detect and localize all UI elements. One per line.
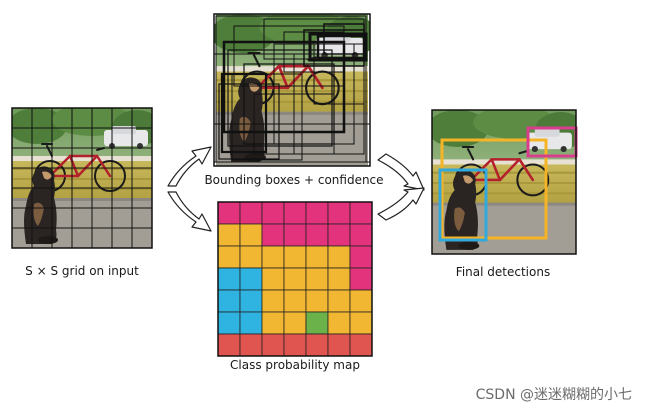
class-cell-yellow (261, 267, 285, 291)
class-cell-cyan (239, 289, 263, 313)
merge-arrows (377, 153, 425, 221)
input-grid (12, 108, 152, 248)
final-panel (431, 109, 578, 255)
bicycle-detection-box (440, 138, 548, 240)
class-map-frame (217, 201, 373, 357)
input-photo (12, 108, 152, 248)
bbox-label: Bounding boxes + confidence (204, 173, 383, 187)
class-cell-yellow (239, 245, 263, 269)
class-cell-cyan (239, 311, 263, 335)
class-cell-cyan (217, 289, 241, 313)
arrow-down-icon (167, 191, 212, 232)
input-frame (11, 107, 153, 249)
grid-input-label: S × S grid on input (25, 264, 139, 278)
class-cell-green (305, 311, 329, 335)
class-cell-pink (349, 267, 373, 291)
candidate-box (218, 83, 280, 160)
final-label: Final detections (456, 265, 550, 279)
final-frame (431, 109, 577, 255)
class-map-panel (217, 201, 373, 357)
class-cell-red (261, 333, 285, 357)
class-cell-yellow (327, 245, 351, 269)
class-cell-yellow (305, 245, 329, 269)
candidate-box (231, 73, 303, 161)
class-cell-pink (349, 245, 373, 269)
bbox-overlay (213, 15, 371, 163)
class-cell-yellow (327, 311, 351, 335)
bbox-panel (213, 13, 371, 167)
class-cell-cyan (217, 267, 241, 291)
class-cell-pink (327, 223, 351, 247)
class-cell-pink (217, 201, 241, 225)
class-cell-pink (283, 223, 307, 247)
class-cell-pink (349, 201, 373, 225)
class-map-label: Class probability map (230, 358, 360, 372)
class-cell-red (305, 333, 329, 357)
split-arrows (167, 146, 212, 232)
class-cell-yellow (217, 223, 241, 247)
class-cell-yellow (327, 267, 351, 291)
class-cell-yellow (305, 289, 329, 313)
class-cell-pink (239, 201, 263, 225)
class-cell-yellow (261, 311, 285, 335)
class-cell-yellow (349, 311, 373, 335)
watermark: CSDN @迷迷糊糊的小七 (475, 387, 632, 403)
class-cell-pink (261, 201, 285, 225)
class-cell-pink (349, 223, 373, 247)
class-cell-red (283, 333, 307, 357)
dog-detection-box (438, 168, 488, 242)
grid-input-panel (11, 107, 153, 249)
arrow-up-icon (167, 146, 212, 187)
candidate-box (313, 43, 365, 105)
class-cell-yellow (283, 289, 307, 313)
class-cell-red (349, 333, 373, 357)
class-cell-yellow (261, 289, 285, 313)
class-cell-yellow (283, 311, 307, 335)
class-cell-yellow (283, 267, 307, 291)
class-cell-pink (261, 223, 285, 247)
class-map-grid (217, 201, 373, 357)
class-cell-yellow (327, 289, 351, 313)
class-cell-yellow (305, 267, 329, 291)
class-cell-yellow (217, 245, 241, 269)
class-cell-red (239, 333, 263, 357)
candidate-box (308, 32, 368, 62)
class-cell-yellow (261, 245, 285, 269)
class-cell-cyan (239, 267, 263, 291)
merge-arrow-top-icon (377, 153, 425, 191)
class-cell-yellow (283, 245, 307, 269)
class-cell-cyan (217, 311, 241, 335)
class-cell-pink (305, 201, 329, 225)
class-cell-pink (283, 201, 307, 225)
bbox-frame (213, 13, 371, 167)
class-cell-red (217, 333, 241, 357)
class-cell-red (327, 333, 351, 357)
candidate-box (227, 49, 333, 147)
class-cell-pink (305, 223, 329, 247)
class-cell-pink (327, 201, 351, 225)
class-cell-yellow (349, 289, 373, 313)
merge-arrow-bottom-icon (377, 187, 425, 221)
class-cell-yellow (239, 223, 263, 247)
